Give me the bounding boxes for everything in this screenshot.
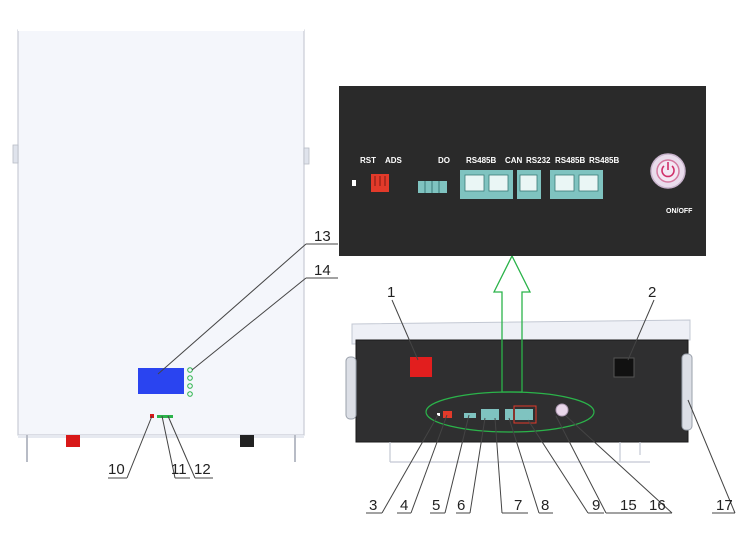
rack-top-lid xyxy=(351,319,691,345)
rst-button xyxy=(352,180,356,186)
power-icon xyxy=(661,165,675,178)
label-rs485b-1: RS485B xyxy=(466,156,496,165)
indicator-led-4 xyxy=(187,391,193,397)
leader-lines xyxy=(108,243,736,514)
callout-4: 4 xyxy=(400,497,408,514)
small-connector xyxy=(157,415,173,418)
label-rs485b-3: RS485B xyxy=(589,156,619,165)
power-button-small xyxy=(555,403,569,417)
callout-5: 5 xyxy=(432,497,440,514)
cabinet-hinge-left xyxy=(12,144,19,164)
control-panel-detail: RST ADS DO RS485B CAN RS232 RS485B RS485… xyxy=(339,86,706,256)
label-rs485b-2: RS485B xyxy=(555,156,585,165)
callout-2: 2 xyxy=(648,284,656,301)
callout-13: 13 xyxy=(314,228,331,245)
right-handle xyxy=(681,353,693,431)
cabinet-hinge-right xyxy=(303,147,310,165)
label-rst: RST xyxy=(360,156,376,165)
positive-terminal xyxy=(66,435,80,447)
callout-17: 17 xyxy=(716,497,733,514)
callout-11: 11 xyxy=(171,461,187,478)
can-port-small xyxy=(505,409,513,420)
ads-switch-small xyxy=(443,411,452,418)
label-ads: ADS xyxy=(385,156,403,165)
positive-terminal-rack xyxy=(410,357,432,377)
label-rs232: RS232 xyxy=(526,156,551,165)
rack-battery-module xyxy=(345,319,693,463)
left-handle xyxy=(345,356,357,420)
callout-numbers: 13 14 10 11 12 1 2 3 4 5 6 7 8 9 15 16 1… xyxy=(108,228,733,514)
cabinet-body xyxy=(17,29,305,436)
callout-15: 15 xyxy=(620,497,637,514)
label-do: DO xyxy=(438,156,450,165)
callout-12: 12 xyxy=(194,461,211,478)
indicator-led-3 xyxy=(187,383,193,389)
rs485-dual-port-small xyxy=(515,409,533,420)
wall-battery-unit xyxy=(12,29,310,462)
lcd-display xyxy=(138,368,184,394)
callout-8: 8 xyxy=(541,497,549,514)
callout-9: 9 xyxy=(592,497,600,514)
callout-3: 3 xyxy=(369,497,377,514)
callout-14: 14 xyxy=(314,262,331,279)
callout-10: 10 xyxy=(108,461,125,478)
negative-terminal xyxy=(240,435,254,447)
callout-7: 7 xyxy=(514,497,522,514)
rst-button-small xyxy=(437,413,440,416)
callout-1: 1 xyxy=(387,284,395,301)
label-can: CAN xyxy=(505,156,523,165)
callout-16: 16 xyxy=(649,497,666,514)
label-on-off: ON/OFF xyxy=(666,208,693,215)
rs485-highlight-box xyxy=(513,405,537,424)
rs485b-port-small xyxy=(481,409,499,420)
zoom-arrow xyxy=(492,254,532,393)
negative-terminal-rack xyxy=(613,357,635,378)
callout-6: 6 xyxy=(457,497,465,514)
indicator-led-2 xyxy=(187,375,193,381)
do-terminal-small xyxy=(464,413,476,418)
